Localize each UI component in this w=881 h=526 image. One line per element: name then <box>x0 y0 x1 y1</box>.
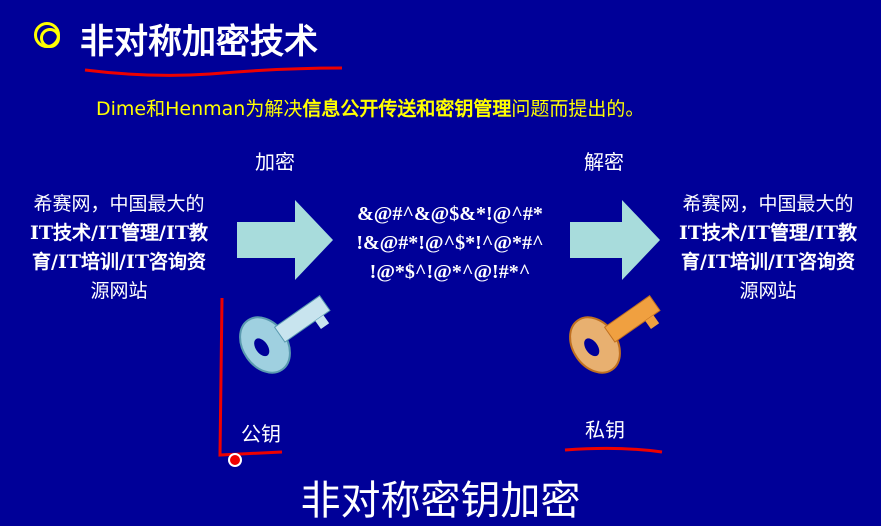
encrypt-label: 加密 <box>255 150 295 174</box>
title-underline <box>84 66 343 77</box>
encrypt-arrow-icon <box>237 200 333 280</box>
text-line: 育/IT培训/IT咨询资 <box>681 251 855 273</box>
private-key-underline <box>564 446 663 454</box>
private-key-icon <box>569 295 661 374</box>
slide-title: 非对称加密技术 <box>80 22 318 62</box>
ciphertext: &@#^&@$&*!@^#* !&@#*!@^$*!^@*#^ !@*$^!@*… <box>330 200 570 287</box>
plaintext-right: 希赛网，中国最大的 IT技术/IT管理/IT教 育/IT培训/IT咨询资 源网站 <box>658 190 878 306</box>
subtitle-part3: 问题而提出的。 <box>511 98 645 120</box>
pen-cursor-icon <box>228 453 242 467</box>
private-key-label: 私钥 <box>585 418 625 442</box>
cipher-line: !@*$^!@*^@!#*^ <box>369 261 531 283</box>
text-line: 源网站 <box>739 280 797 302</box>
cipher-line: &@#^&@$&*!@^#* <box>357 203 543 225</box>
subtitle: Dime和Henman为解决信息公开传送和密钥管理问题而提出的。 <box>96 94 644 121</box>
text-line: IT技术/IT管理/IT教 <box>679 222 857 244</box>
public-key-icon <box>239 295 331 374</box>
decrypt-arrow-icon <box>570 200 660 280</box>
pen-stroke <box>218 297 283 457</box>
bullet-icon <box>34 22 60 48</box>
text-line: 希赛网，中国最大的 <box>682 193 854 215</box>
public-key-label: 公钥 <box>241 422 281 446</box>
subtitle-emphasis: 信息公开传送和密钥管理 <box>302 98 512 120</box>
bottom-caption: 非对称密钥加密 <box>300 478 581 524</box>
cipher-line: !&@#*!@^$*!^@*#^ <box>356 232 544 254</box>
text-line: 育/IT培训/IT咨询资 <box>32 251 206 273</box>
text-line: 希赛网，中国最大的 <box>33 193 205 215</box>
subtitle-part1: Dime和Henman为解决 <box>96 98 303 120</box>
text-line: IT技术/IT管理/IT教 <box>30 222 208 244</box>
decrypt-label: 解密 <box>584 150 624 174</box>
plaintext-left: 希赛网，中国最大的 IT技术/IT管理/IT教 育/IT培训/IT咨询资 源网站 <box>9 190 229 306</box>
text-line: 源网站 <box>90 280 148 302</box>
